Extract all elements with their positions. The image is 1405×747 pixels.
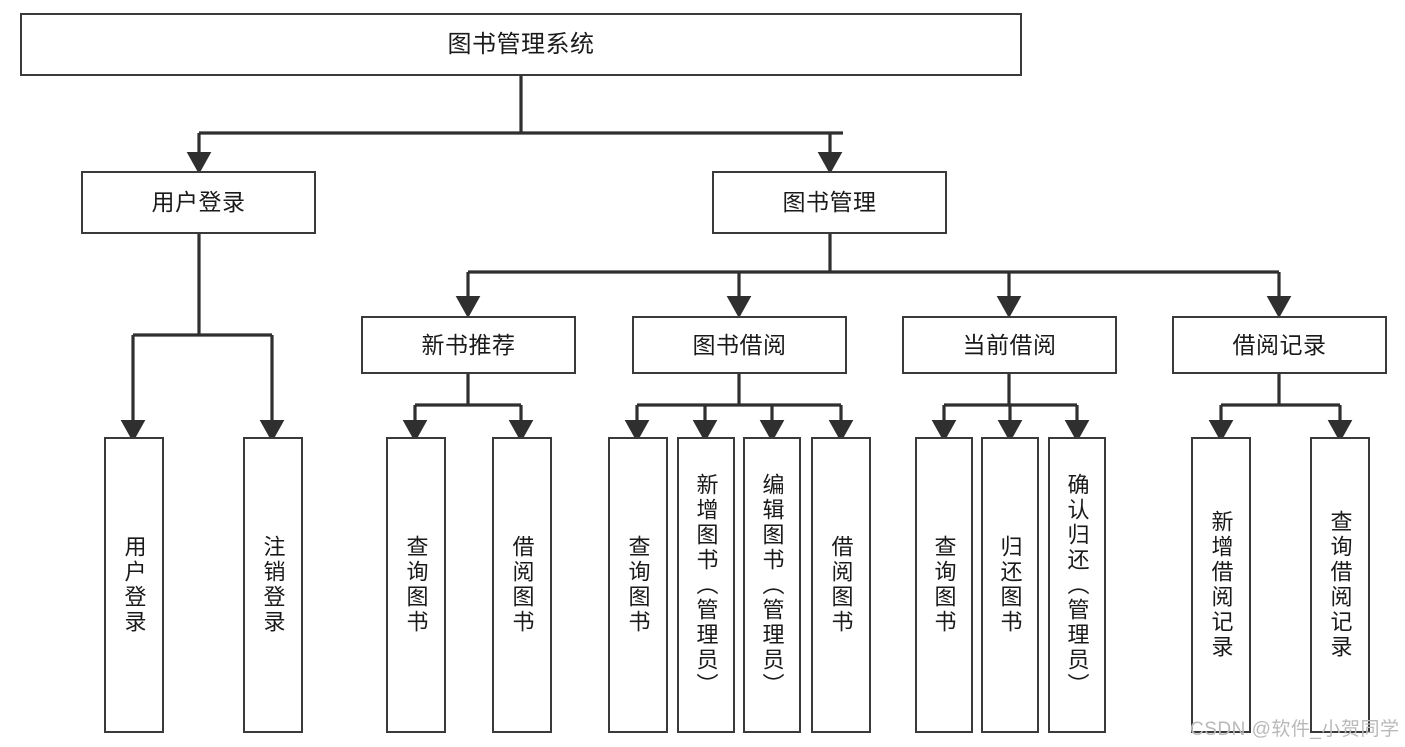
node-new-book-recommend[interactable]: 新书推荐	[361, 316, 576, 374]
node-label: 归还图书	[997, 535, 1023, 635]
node-label: 查询借阅记录	[1327, 510, 1353, 660]
node-current-borrow[interactable]: 当前借阅	[902, 316, 1117, 374]
node-label: 确认归还（管理员）	[1064, 472, 1090, 698]
node-leaf-add-book[interactable]: 新增图书（管理员）	[677, 437, 735, 733]
node-label: 用户登录	[151, 189, 246, 216]
node-book-manage[interactable]: 图书管理	[712, 171, 947, 234]
node-leaf-borrow-book-1[interactable]: 借阅图书	[492, 437, 552, 733]
node-leaf-query-book-1[interactable]: 查询图书	[386, 437, 446, 733]
node-label: 图书管理	[782, 189, 877, 216]
node-leaf-logout[interactable]: 注销登录	[243, 437, 303, 733]
node-user-login[interactable]: 用户登录	[81, 171, 316, 234]
node-leaf-edit-book[interactable]: 编辑图书（管理员）	[743, 437, 801, 733]
node-root-system[interactable]: 图书管理系统	[20, 13, 1022, 76]
node-leaf-user-login[interactable]: 用户登录	[104, 437, 164, 733]
node-label: 新增借阅记录	[1208, 510, 1234, 660]
node-label: 注销登录	[260, 535, 286, 635]
node-label: 查询图书	[625, 535, 651, 635]
node-label: 借阅记录	[1232, 331, 1327, 358]
node-leaf-query-book-3[interactable]: 查询图书	[915, 437, 973, 733]
node-label: 借阅图书	[509, 535, 535, 635]
node-leaf-return-book[interactable]: 归还图书	[981, 437, 1039, 733]
csdn-watermark: CSDN @软件_小贺同学	[1190, 719, 1400, 740]
node-label: 用户登录	[121, 535, 147, 635]
node-leaf-add-record[interactable]: 新增借阅记录	[1191, 437, 1251, 733]
node-leaf-query-book-2[interactable]: 查询图书	[608, 437, 668, 733]
node-label: 编辑图书（管理员）	[759, 472, 785, 698]
node-book-borrow[interactable]: 图书借阅	[632, 316, 847, 374]
node-label: 查询图书	[403, 535, 429, 635]
node-label: 图书管理系统	[447, 30, 595, 58]
node-leaf-query-record[interactable]: 查询借阅记录	[1310, 437, 1370, 733]
node-label: 新增图书（管理员）	[693, 472, 719, 698]
node-label: 借阅图书	[828, 535, 854, 635]
node-label: 新书推荐	[421, 331, 516, 358]
node-leaf-confirm-return[interactable]: 确认归还（管理员）	[1048, 437, 1106, 733]
node-label: 图书借阅	[692, 331, 787, 358]
node-label: 查询图书	[931, 535, 957, 635]
node-label: 当前借阅	[962, 331, 1057, 358]
node-borrow-record[interactable]: 借阅记录	[1172, 316, 1387, 374]
node-leaf-borrow-book-2[interactable]: 借阅图书	[811, 437, 871, 733]
